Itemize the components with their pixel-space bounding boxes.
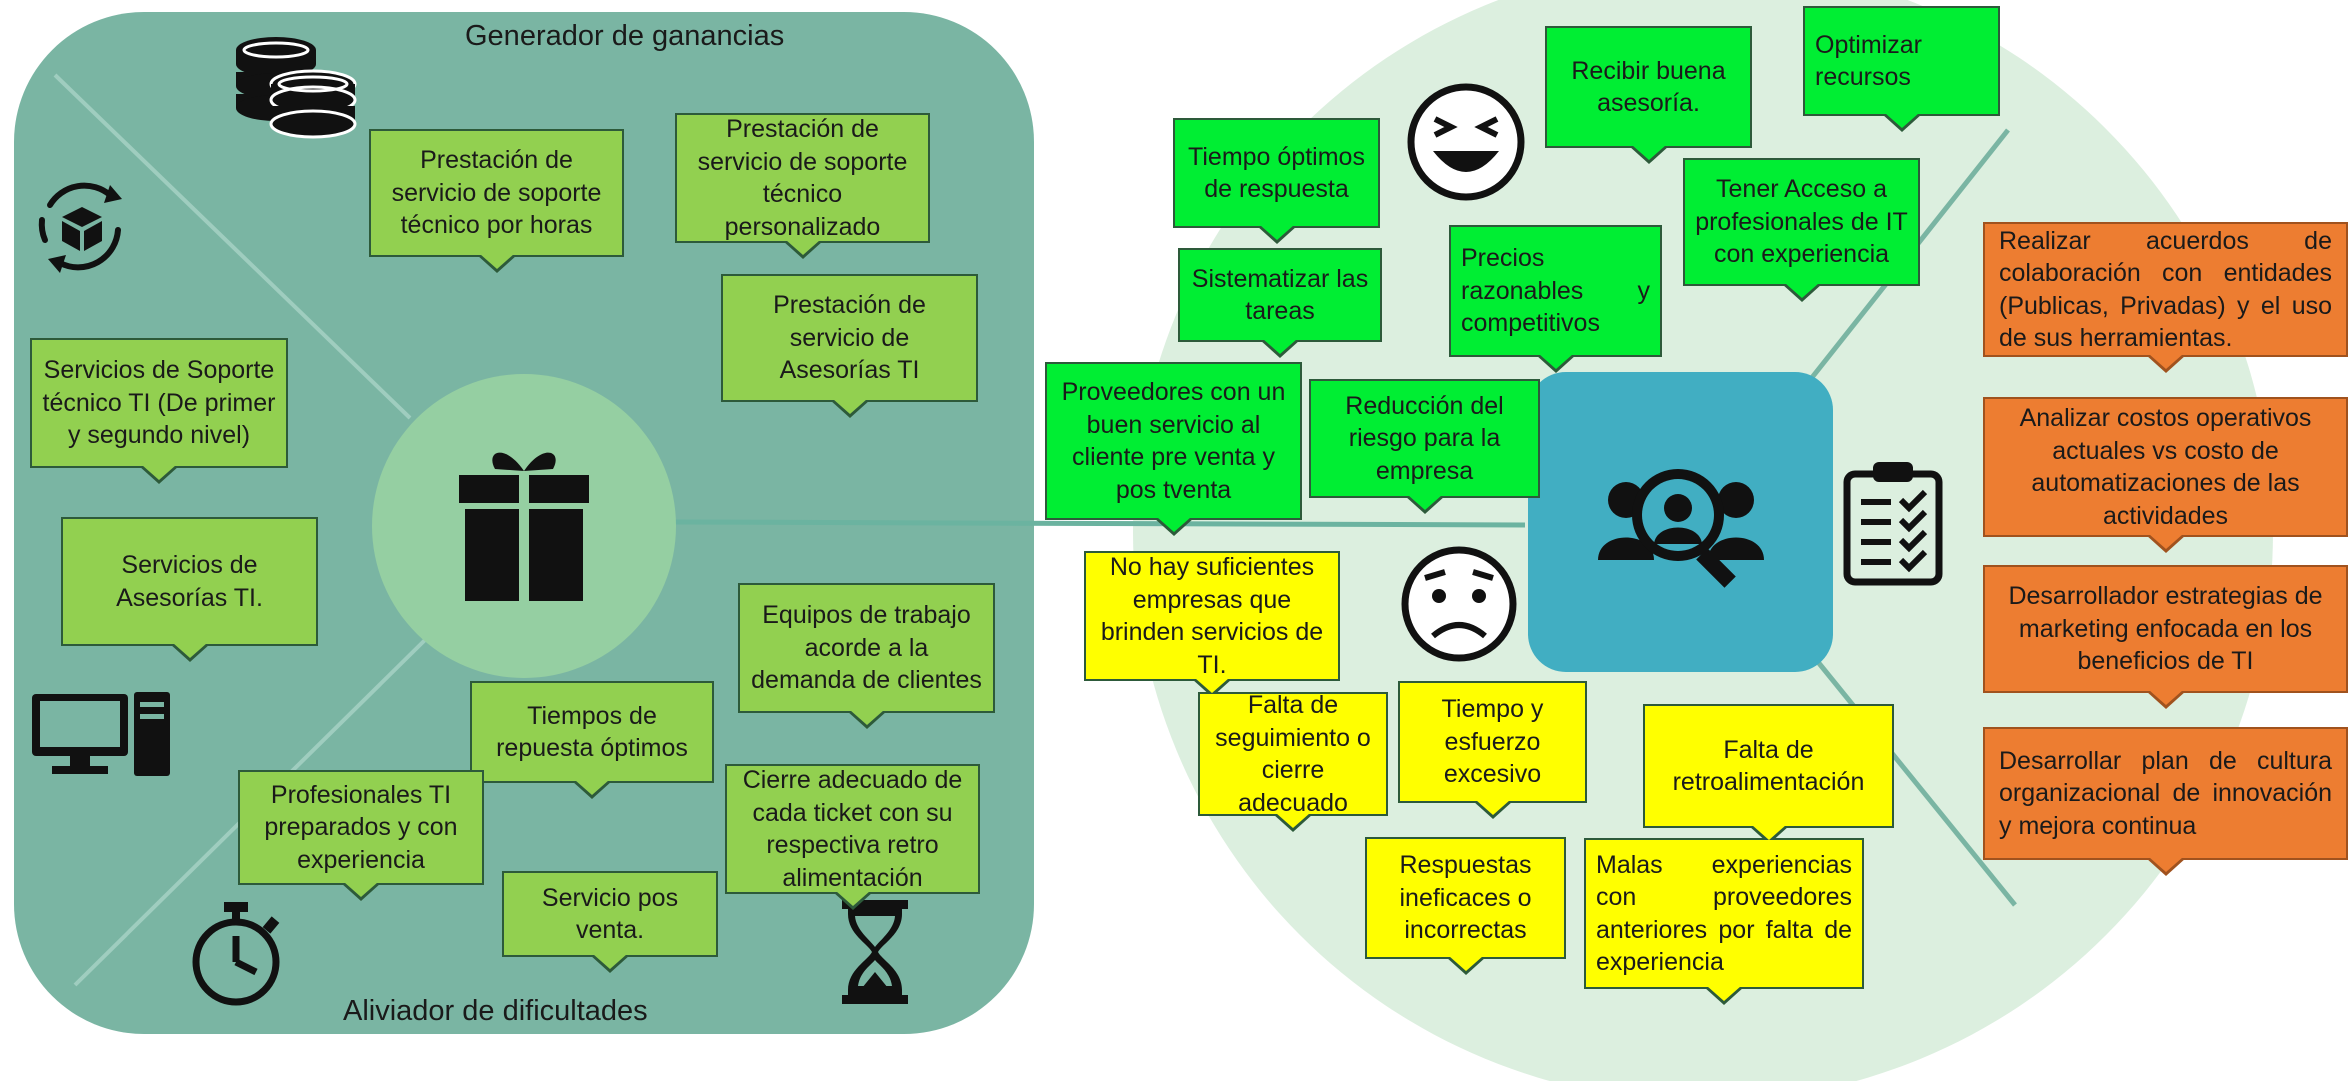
gain-creators-label: Generador de ganancias (465, 20, 785, 52)
customer-job-note: Desarrollador estrategias de marketing e… (1983, 565, 2348, 709)
hourglass-icon (842, 900, 908, 1004)
stopwatch-icon (192, 902, 280, 1006)
gain-note: Proveedores con un buen servicio al clie… (1045, 362, 1302, 536)
divider-line (53, 73, 412, 420)
computer-icon (32, 692, 170, 776)
clipboard-checklist-icon (1843, 462, 1943, 586)
gain-creator-note: Prestación de servicio de Asesorías TI (721, 274, 978, 418)
customer-job-note: Realizar acuerdos de colaboración con en… (1983, 222, 2348, 373)
gain-note: Reducción del riesgo para la empresa (1309, 379, 1540, 514)
pain-reliever-note: Servicio pos venta. (502, 871, 718, 973)
gain-note: Sistematizar las tareas (1178, 248, 1382, 358)
pain-note: Falta de seguimiento o cierre adecuado (1198, 691, 1388, 832)
customer-search-icon (1598, 469, 1764, 588)
gain-note: Precios razonables y competitivos (1449, 225, 1662, 373)
pain-note: Tiempo y esfuerzo excesivo (1398, 681, 1587, 819)
gain-creator-note: Prestación de servicio de soporte técnic… (675, 113, 930, 259)
gain-creator-note: Prestación de servicio de soporte técnic… (369, 129, 624, 273)
pain-note: Respuestas ineficaces o incorrectas (1365, 837, 1566, 975)
worried-face-icon (1401, 546, 1517, 662)
product-note: Servicios de Soporte técnico TI (De prim… (30, 338, 288, 484)
box-cycle-icon (38, 182, 122, 273)
pain-reliever-note: Equipos de trabajo acorde a la demanda d… (738, 583, 995, 729)
connector-line (674, 519, 1526, 528)
pain-reliever-note: Profesionales TI preparados y con experi… (238, 770, 484, 901)
customer-job-note: Analizar costos operativos actuales vs c… (1983, 397, 2348, 553)
product-note: Servicios de Asesorías TI. (61, 517, 318, 662)
coins-icon (236, 37, 357, 139)
pain-reliever-note: Tiempos de repuesta óptimos (470, 681, 714, 799)
gain-note: Tiempo óptimos de respuesta (1173, 118, 1380, 244)
product-circle (372, 374, 676, 678)
gift-icon (459, 452, 589, 601)
laughing-face-icon (1407, 83, 1525, 201)
pain-reliever-note: Cierre adecuado de cada ticket con su re… (725, 764, 980, 910)
gain-note: Recibir buena asesoría. (1545, 26, 1752, 164)
divider-line (1816, 660, 2017, 907)
gain-note: Tener Acceso a profesionales de IT con e… (1683, 158, 1920, 302)
gain-note: Optimizar recursos (1803, 6, 2000, 132)
pain-note: Falta de retroalimentación (1643, 704, 1894, 844)
pain-relievers-label: Aliviador de dificultades (343, 995, 648, 1027)
pain-note: No hay suficientes empresas que brinden … (1084, 551, 1340, 697)
pain-note: Malas experiencias con proveedores anter… (1584, 838, 1864, 1005)
customer-job-note: Desarrollar plan de cultura organizacion… (1983, 727, 2348, 876)
